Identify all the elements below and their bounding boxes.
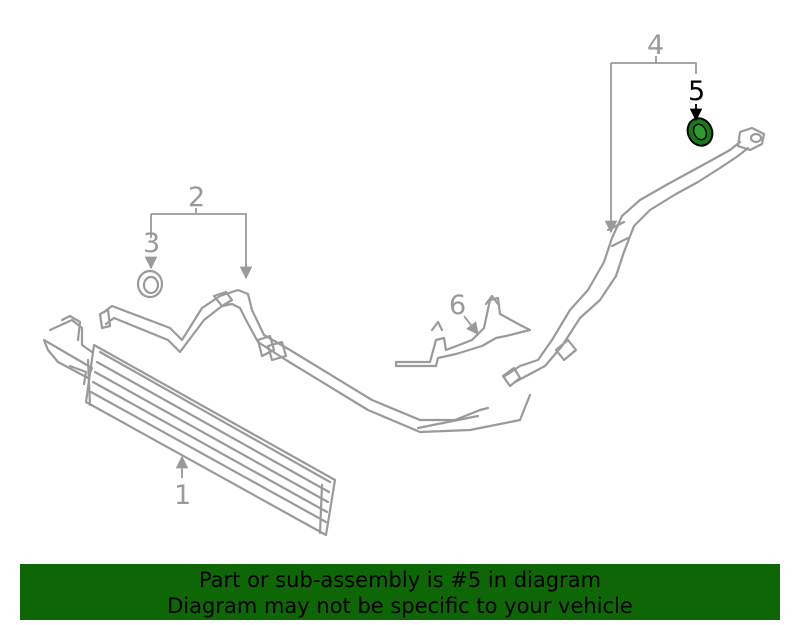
callout-5: 5 — [688, 76, 705, 107]
leader-lines — [144, 56, 703, 478]
callout-1: 1 — [174, 480, 191, 511]
banner-line-1: Part or sub-assembly is #5 in diagram — [198, 568, 602, 592]
oil-cooler-part-1[interactable] — [42, 314, 337, 537]
banner-line-2: Diagram may not be specific to your vehi… — [167, 594, 633, 618]
cooler-line-part-4[interactable] — [501, 126, 766, 388]
callout-labels: 1 2 3 4 5 6 — [143, 30, 705, 511]
cooler-line-part-2[interactable] — [98, 288, 532, 434]
callout-4: 4 — [647, 30, 664, 61]
callout-6: 6 — [449, 290, 466, 321]
callout-3: 3 — [143, 228, 160, 259]
info-banner: Part or sub-assembly is #5 in diagram Di… — [20, 564, 780, 620]
seal-part-5-highlighted[interactable] — [683, 114, 717, 150]
seal-ring-part-3[interactable] — [136, 269, 164, 299]
bracket-part-6[interactable] — [394, 294, 532, 368]
callout-2: 2 — [188, 182, 205, 213]
